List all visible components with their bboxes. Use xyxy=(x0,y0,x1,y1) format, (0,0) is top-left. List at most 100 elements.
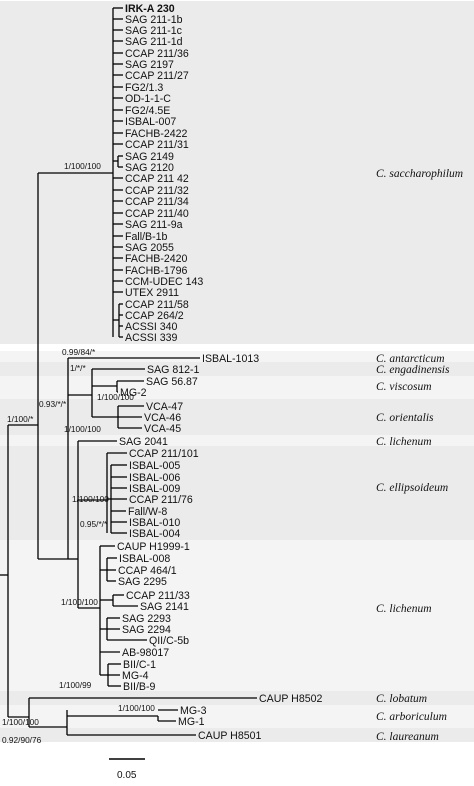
tip-label: CCAP 211/34 xyxy=(125,196,189,208)
tip-label: CCAP 211 42 xyxy=(125,173,189,185)
tip-label: AB-98017 xyxy=(122,647,169,659)
tip-label: MG-2 xyxy=(120,387,147,399)
clade-label: C. viscosum xyxy=(376,381,432,393)
clade-label: C. lichenum xyxy=(376,603,432,615)
support-value: 1/100/100 xyxy=(118,703,155,713)
tip-label: BII/C-1 xyxy=(123,659,156,671)
tip-label: FG2/4.5E xyxy=(125,105,170,117)
tip-label: QII/C-5b xyxy=(149,635,189,647)
tip-label: ISBAL-010 xyxy=(129,517,180,529)
clade-label: C. arboriculum xyxy=(376,711,447,723)
support-value: 1/100/99 xyxy=(59,680,92,690)
tip-label: SAG 2294 xyxy=(122,624,171,636)
tip-label: SAG 2293 xyxy=(122,613,171,625)
tip-label: SAG 812-1 xyxy=(147,364,200,376)
scale-bar: 0.05 xyxy=(109,758,145,781)
support-value: 0.92/90/76 xyxy=(2,735,42,745)
clade-label: C. ellipsoideum xyxy=(376,482,448,494)
tip-label: ISBAL-006 xyxy=(129,472,180,484)
tip-label: CCAP 211/40 xyxy=(125,208,189,220)
support-value: 1/100/100 xyxy=(2,717,39,727)
tip-label: BII/B-9 xyxy=(123,681,155,693)
clade-band xyxy=(0,434,474,448)
tip-label: ISBAL-008 xyxy=(119,553,170,565)
clade-label: C. orientalis xyxy=(376,412,434,424)
tip-label: CCAP 211/32 xyxy=(125,185,189,197)
tree-branches xyxy=(0,7,257,736)
clade-label: C. antarcticum xyxy=(376,353,445,365)
support-value: 1/100/100 xyxy=(64,424,101,434)
support-value: 1/100/100 xyxy=(72,494,109,504)
tip-label: ISBAL-004 xyxy=(129,528,180,540)
clade-label: C. lobatum xyxy=(376,693,427,705)
support-value: 0.99/84/* xyxy=(62,347,96,357)
tip-label: SAG 2120 xyxy=(125,162,174,174)
tip-label: MG-1 xyxy=(178,716,205,728)
tip-label: OD-1-1-C xyxy=(125,93,171,105)
tip-label: SAG 211-1c xyxy=(125,25,183,37)
tip-label: CCAP 464/1 xyxy=(118,565,177,577)
tip-label: CCAP 211/31 xyxy=(125,139,189,151)
tip-label: ISBAL-009 xyxy=(129,483,180,495)
clade-bands xyxy=(0,1,474,742)
tip-label: MG-3 xyxy=(180,705,207,717)
support-values: 1/100/100 0.99/84/* 1/*/* 0.93/*/* 1/100/100… xyxy=(2,161,155,745)
tip-label: CAUP H8502 xyxy=(259,693,323,705)
tip-label: UTEX 2911 xyxy=(125,287,179,299)
tip-label: CCM-UDEC 143 xyxy=(125,276,203,288)
tip-label: ISBAL-005 xyxy=(129,460,180,472)
tip-label: ACSSI 339 xyxy=(125,332,178,344)
tip-label: CCAP 211/36 xyxy=(125,48,189,60)
tip-label: Fall/B-1b xyxy=(125,231,167,243)
tip-label: VCA-45 xyxy=(144,423,181,435)
tip-label: ISBAL-1013 xyxy=(202,353,259,365)
support-value: 1/100/100 xyxy=(61,597,98,607)
tip-label: SAG 2055 xyxy=(125,242,174,254)
tip-label: CCAP 211/27 xyxy=(125,70,189,82)
scale-bar-label: 0.05 xyxy=(117,770,137,781)
tip-label: CCAP 211/58 xyxy=(125,299,189,311)
tip-label: ISBAL-007 xyxy=(125,116,176,128)
tip-label: SAG 211-1d xyxy=(125,36,183,48)
tip-label: FACHB-2422 xyxy=(125,128,188,140)
tip-label: MG-4 xyxy=(122,670,149,682)
support-value: 0.95/*/* xyxy=(80,519,108,529)
clade-band xyxy=(0,446,474,540)
tip-label: CAUP H1999-1 xyxy=(117,541,190,553)
tip-label: CCAP 211/33 xyxy=(126,590,190,602)
clade-band xyxy=(0,351,474,365)
support-value: 1/*/* xyxy=(70,363,86,373)
tip-label: VCA-47 xyxy=(146,401,183,413)
clade-label: C. saccharophilum xyxy=(376,168,463,180)
support-value: 0.93/*/* xyxy=(39,399,67,409)
tip-label: SAG 2141 xyxy=(140,601,189,613)
tip-label: ACSSI 340 xyxy=(125,321,178,333)
tip-label: SAG 2295 xyxy=(118,576,167,588)
tip-label: FACHB-2420 xyxy=(125,253,188,265)
clade-label: C. engadinensis xyxy=(376,364,450,376)
tip-label: SAG 2149 xyxy=(125,151,174,163)
tip-label: CAUP H8501 xyxy=(198,730,262,742)
clade-band xyxy=(0,728,474,742)
tip-label: SAG 211-1b xyxy=(125,14,183,26)
tip-label: IRK-A 230 xyxy=(125,3,175,15)
tip-label: CCAP 264/2 xyxy=(125,310,184,322)
clade-band xyxy=(0,539,474,693)
clade-band xyxy=(0,399,474,435)
clade-band xyxy=(0,362,474,376)
support-value: 1/100/100 xyxy=(97,392,134,402)
tip-label: VCA-46 xyxy=(144,412,181,424)
clade-label: C. laureanum xyxy=(376,731,439,743)
support-value: 1/100/* xyxy=(7,414,34,424)
tip-label: SAG 2041 xyxy=(119,436,168,448)
tip-label: SAG 2197 xyxy=(125,59,174,71)
support-value: 1/100/100 xyxy=(64,161,101,171)
tip-label: SAG 56.87 xyxy=(146,376,198,388)
tip-label: CCAP 211/101 xyxy=(129,448,199,460)
tip-label: Fall/W-8 xyxy=(128,506,167,518)
tip-label: FACHB-1796 xyxy=(125,265,188,277)
clade-label: C. lichenum xyxy=(376,436,432,448)
tip-label: CCAP 211/76 xyxy=(129,494,193,506)
